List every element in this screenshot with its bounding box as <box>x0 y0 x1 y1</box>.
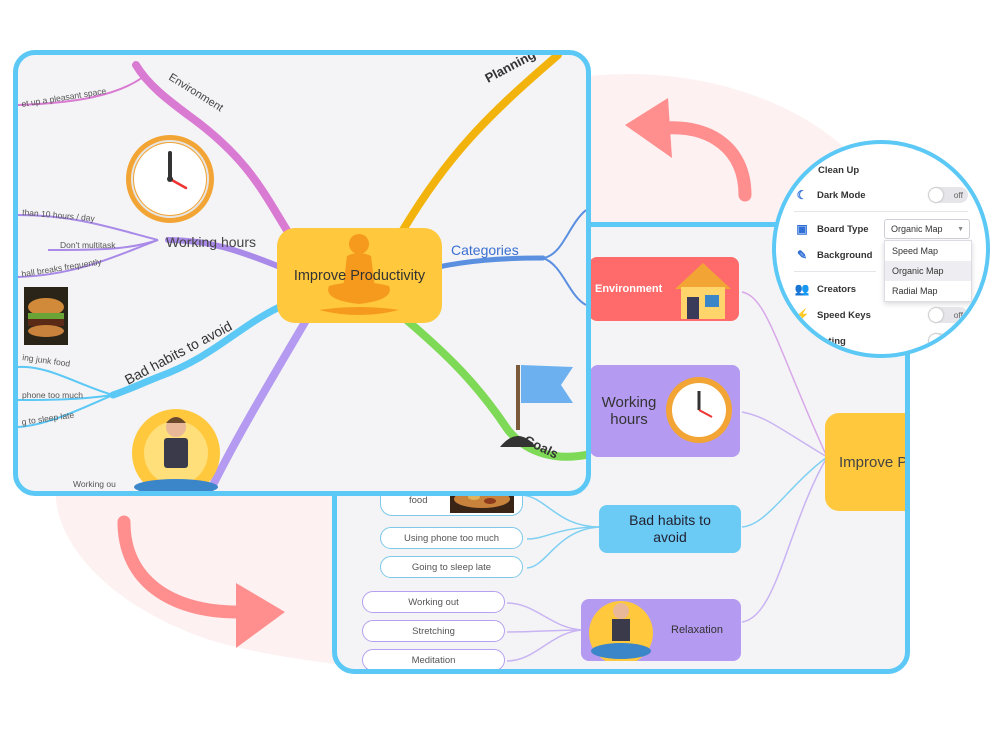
leaf-label-working-out: Working ou <box>73 479 116 489</box>
board-type-dropdown: Speed Map Organic Map Radial Map <box>884 240 972 302</box>
settings-creators[interactable]: 👥 Creators <box>794 278 968 300</box>
voting-icon: ✓ <box>796 334 808 348</box>
leaf-sleep-label: Going to sleep late <box>411 561 492 573</box>
back-central-topic-label: Improve P <box>839 453 908 471</box>
lightning-icon: ⚡ <box>794 308 810 322</box>
branch-label-bad-habits: Bad habits to avoid <box>122 318 235 388</box>
clean-up-label: Clean Up <box>818 164 860 176</box>
voting-label: Voting <box>817 335 846 347</box>
voting-toggle-knob <box>929 334 943 348</box>
front-central-topic-label: Improve Productivity <box>293 267 426 284</box>
board-type-option-radial-map[interactable]: Radial Map <box>892 286 938 296</box>
house-icon <box>675 263 731 319</box>
arrow-down-right-icon <box>117 515 245 619</box>
leaf-meditation[interactable]: Meditation <box>362 649 505 669</box>
back-node-working-hours[interactable]: Working hours <box>590 365 740 457</box>
branch-working-hours <box>165 237 283 270</box>
dark-mode-toggle-knob <box>929 188 943 202</box>
front-mindmap: Environment Working hours Bad habits to … <box>18 55 586 491</box>
board-type-option-speed-map[interactable]: Speed Map <box>892 246 939 256</box>
leaf-label-multitask: Don't multitask <box>60 240 116 250</box>
speed-keys-state: off <box>953 310 963 320</box>
settings-voting: ✓ Voting <box>794 330 968 352</box>
speed-keys-toggle-knob <box>929 308 943 322</box>
dark-mode-toggle[interactable]: off <box>928 187 968 203</box>
settings-speed-keys: ⚡ Speed Keys off <box>794 304 968 326</box>
arrow-down-right-head <box>236 583 285 648</box>
front-window: Environment Working hours Bad habits to … <box>13 50 591 496</box>
background-label: Background <box>817 249 873 261</box>
branch-relaxation <box>209 313 312 489</box>
back-node-working-hours-label: Working hours <box>601 394 657 428</box>
back-node-relaxation-label: Relaxation <box>671 624 723 636</box>
leaf-label-phone: phone too much <box>22 390 83 400</box>
leaf-label-ten-hours: than 10 hours / day <box>22 207 96 223</box>
branch-bad-habits <box>109 299 292 399</box>
back-node-relaxation[interactable]: Relaxation <box>581 599 741 661</box>
users-icon: 👥 <box>794 282 810 296</box>
arrow-up-left-icon <box>658 121 752 202</box>
back-node-environment[interactable]: Environment <box>589 257 739 321</box>
speed-keys-toggle[interactable]: off <box>928 307 968 323</box>
leaf-meditation-label: Meditation <box>411 654 456 666</box>
arrow-up-left-head <box>625 98 672 158</box>
branch-goals <box>399 313 586 461</box>
back-node-bad-habits[interactable]: Bad habits to avoid <box>599 505 741 553</box>
moon-icon: ☾ <box>796 188 808 202</box>
board-type-label: Board Type <box>817 223 869 235</box>
leaf-food-label: food <box>409 495 428 506</box>
settings-dark-mode: ☾ Dark Mode off <box>794 184 968 206</box>
dark-mode-label: Dark Mode <box>817 189 866 201</box>
settings-clean-up[interactable]: Clean Up <box>794 159 968 181</box>
dark-mode-state: off <box>953 190 963 200</box>
settings-panel: Clean Up ☾ Dark Mode off ▣ Board Type Or… <box>772 140 990 358</box>
settings-divider <box>794 211 968 212</box>
back-node-environment-label: Environment <box>595 283 663 295</box>
leaf-label-sleep: g to sleep late <box>21 410 75 427</box>
branch-label-categories: Categories <box>451 242 519 258</box>
creators-label: Creators <box>817 283 857 295</box>
settings-board-type: ▣ Board Type <box>794 218 968 240</box>
settings-background[interactable]: ✎ Background <box>794 244 968 266</box>
back-central-topic[interactable]: Improve P <box>825 413 908 511</box>
back-node-bad-habits-label: Bad habits to avoid <box>629 512 711 545</box>
branch-categories <box>435 255 546 270</box>
board-type-option-organic-map[interactable]: Organic Map <box>885 261 971 281</box>
branch-planning <box>399 55 562 234</box>
leaf-phone-label: Using phone too much <box>403 532 500 544</box>
front-central-topic[interactable]: Improve Productivity <box>277 228 442 323</box>
meditation-silhouette-icon <box>319 234 399 315</box>
branch-label-working-hours: Working hours <box>166 234 256 250</box>
leaf-label-pleasant-space: et up a pleasant space <box>21 86 107 109</box>
branch-environment <box>132 61 307 259</box>
chevron-down-icon: ▼ <box>957 225 964 233</box>
leaf-sleep[interactable]: Going to sleep late <box>380 556 523 578</box>
meditation-person-icon <box>132 409 220 491</box>
voting-toggle[interactable] <box>928 333 968 349</box>
settings-divider-2 <box>794 271 876 272</box>
board-type-select[interactable]: Organic Map ▼ <box>884 219 970 239</box>
leaf-stretching-label: Stretching <box>412 625 455 637</box>
flag-icon <box>500 365 573 447</box>
back-branches <box>506 291 828 662</box>
burger-photo <box>24 287 68 345</box>
leaf-stretching[interactable]: Stretching <box>362 620 505 642</box>
board-type-selected: Organic Map <box>891 224 943 234</box>
board-type-icon: ▣ <box>796 222 808 236</box>
speed-keys-label: Speed Keys <box>817 309 871 321</box>
leaf-phone[interactable]: Using phone too much <box>380 527 523 549</box>
clock-icon-small <box>666 377 732 443</box>
clock-icon <box>126 135 214 223</box>
paint-bucket-icon: ✎ <box>796 248 808 262</box>
leaf-working-out-label: Working out <box>408 596 459 608</box>
meditation-person-icon-small <box>589 601 653 661</box>
leaf-label-breaks: hall breaks frequently <box>21 256 103 279</box>
leaf-working-out[interactable]: Working out <box>362 591 505 613</box>
